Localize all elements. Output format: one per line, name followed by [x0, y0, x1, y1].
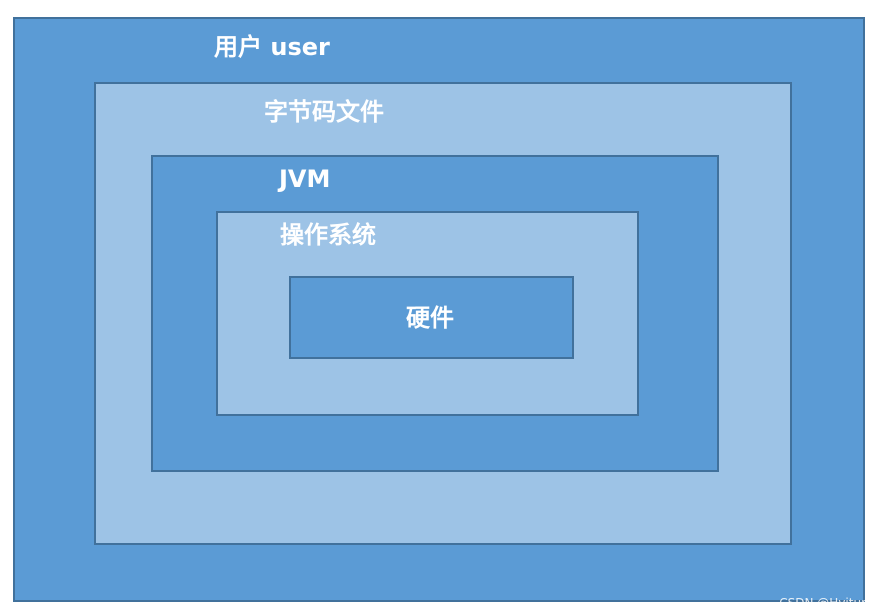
bytecode-layer-label: 字节码文件 — [264, 98, 384, 126]
watermark: CSDN @Hvitur — [779, 596, 866, 610]
os-layer-label: 操作系统 — [280, 221, 376, 249]
hardware-layer-box — [289, 276, 574, 359]
jvm-layer-label: JVM — [279, 165, 331, 193]
hardware-layer-label: 硬件 — [406, 304, 454, 332]
user-layer-label: 用户 user — [214, 33, 330, 61]
